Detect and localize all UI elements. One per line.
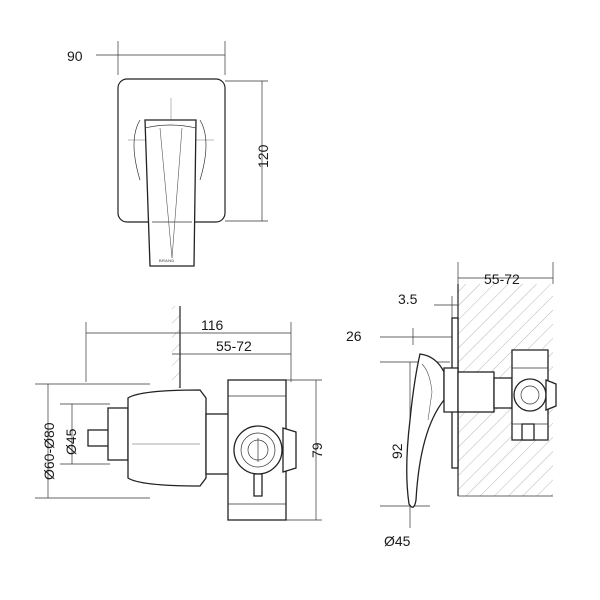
- front-lever-top-curve: [144, 124, 197, 129]
- section-valve-port-inner: [520, 385, 540, 405]
- side-bottom-stub: [253, 473, 263, 497]
- section-lever-handle: [406, 353, 445, 508]
- section-view: 55-72 3.5 26 92 Ø45: [346, 262, 557, 549]
- section-cartridge-neck: [493, 377, 513, 409]
- section-wall-range-label: 55-72: [484, 271, 520, 287]
- front-lever-handle: [144, 119, 197, 267]
- front-rosette-left: [133, 119, 141, 181]
- front-width-label: 90: [67, 48, 83, 64]
- side-wall-hatch: [172, 306, 180, 388]
- section-lever-edge: [421, 363, 433, 421]
- section-handle-label: 92: [389, 443, 405, 459]
- section-valve-stub-bottom: [521, 423, 535, 441]
- side-spindle-collar: [107, 407, 129, 461]
- side-inlet-ring: [240, 432, 276, 468]
- side-rosette-body: [127, 389, 207, 487]
- section-plate-label: 3.5: [398, 291, 418, 307]
- section-valve-stub-right: [545, 379, 557, 411]
- side-outlet-stub: [282, 427, 297, 473]
- front-rosette-right: [199, 119, 207, 181]
- side-view: 116 55-72 Ø60-Ø80 Ø45 79: [35, 306, 325, 521]
- section-offset-label: 26: [346, 328, 362, 344]
- front-brand-mark: BRAND: [159, 258, 175, 263]
- section-cartridge-base: [443, 367, 459, 413]
- front-lever-highlight-1: [159, 127, 173, 259]
- section-base-label: Ø45: [384, 533, 411, 549]
- side-wall-range-label: 55-72: [216, 338, 252, 354]
- side-depth-label: 116: [201, 317, 224, 333]
- front-lever-highlight-2: [171, 127, 183, 259]
- side-body-label: 79: [309, 442, 325, 458]
- front-view: 90 120 BRAND: [67, 41, 271, 267]
- front-height-label: 120: [255, 144, 271, 168]
- section-valve-port-outer: [513, 378, 547, 412]
- side-rosette-label: Ø60-Ø80: [41, 422, 57, 480]
- side-spindle-label: Ø45: [63, 428, 79, 455]
- section-cartridge-body: [457, 371, 495, 413]
